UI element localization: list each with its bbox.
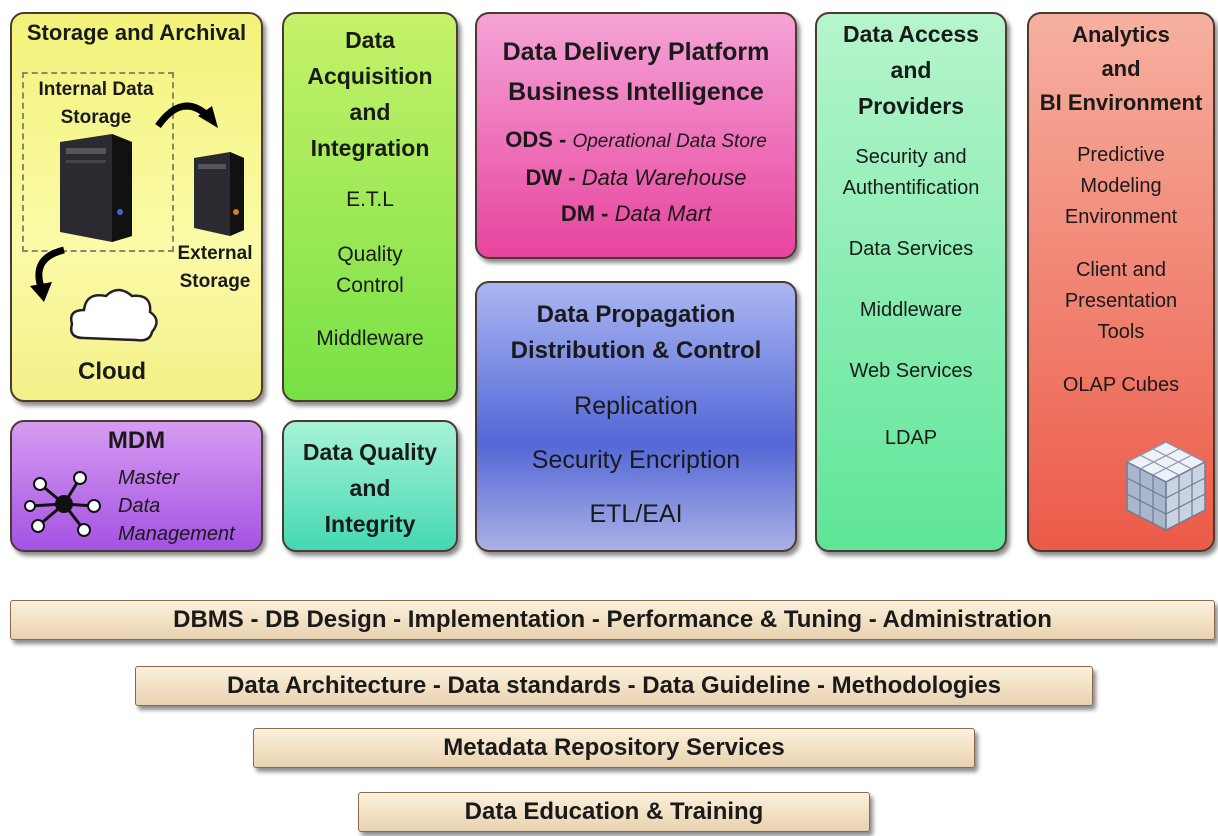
propagation-item-etl-eai: ETL/EAI (589, 500, 683, 528)
access-item-middleware: Middleware (859, 299, 963, 321)
access-title-line: and (890, 57, 932, 83)
mdm-desc-line: Master (118, 467, 180, 489)
delivery-title-line: Business Intelligence (508, 78, 764, 106)
internal-storage-region (22, 72, 174, 252)
mdm-box: MDM Master Data Management (10, 420, 263, 552)
delivery-entry-dw: DW - Data Warehouse (477, 160, 795, 196)
acquisition-item-quality-control: Quality Control (336, 243, 404, 297)
curved-arrow-down-icon (30, 246, 65, 302)
cloud-label: Cloud (78, 358, 146, 385)
delivery-entry-abbr: ODS (505, 127, 553, 152)
analytics-item-olap: OLAP Cubes (1062, 374, 1180, 396)
data-education-bar: Data Education & Training (358, 792, 870, 832)
acquisition-title-line: Acquisition (307, 63, 433, 89)
acquisition-title-line: Integration (310, 135, 430, 161)
analytics-bi-box: Analytics and BI Environment Predictive … (1027, 12, 1215, 552)
olap-cube-icon (1125, 441, 1207, 532)
access-item-data-services: Data Services (848, 238, 974, 260)
delivery-entry-dm: DM - Data Mart (477, 196, 795, 232)
analytics-item-predictive: Predictive Modeling Environment (1064, 144, 1178, 228)
delivery-entry-sep: - (595, 201, 615, 226)
cloud-icon (70, 288, 158, 342)
acquisition-title-line: and (349, 99, 391, 125)
analytics-title-line: Analytics (1072, 22, 1170, 47)
data-propagation-box: Data Propagation Distribution & Control … (475, 281, 797, 552)
storage-archival-box: Storage and Archival Internal Data Stora… (10, 12, 263, 402)
dbms-bar: DBMS - DB Design - Implementation - Perf… (10, 600, 1215, 640)
delivery-entry-sep: - (552, 127, 573, 152)
delivery-entry-desc: Data Mart (614, 201, 712, 226)
external-server-icon (194, 152, 244, 236)
propagation-item-security: Security Encription (531, 446, 741, 474)
access-title-line: Providers (857, 93, 965, 119)
storage-title: Storage and Archival (26, 20, 247, 45)
access-item-web-services: Web Services (849, 360, 973, 382)
delivery-entry-ods: ODS - Operational Data Store (477, 122, 795, 160)
delivery-entry-abbr: DW (525, 165, 563, 190)
data-delivery-platform-box: Data Delivery Platform Business Intellig… (475, 12, 797, 259)
analytics-title-line: BI Environment (1039, 90, 1203, 115)
access-title-line: Data Access (843, 21, 979, 47)
analytics-item-client-tools: Client and Presentation Tools (1064, 259, 1178, 343)
curved-arrow-right-icon (155, 102, 218, 129)
acquisition-item-etl: E.T.L (346, 188, 394, 211)
delivery-entry-desc: Data Warehouse (581, 165, 747, 190)
internal-storage-label: Internal Data Storage (38, 79, 154, 128)
metadata-repository-bar: Metadata Repository Services (253, 728, 975, 768)
data-acquisition-box: Data Acquisition and Integration E.T.L Q… (282, 12, 458, 402)
access-item-ldap: LDAP (884, 427, 938, 449)
mdm-title: MDM (107, 427, 166, 454)
data-architecture-bar: Data Architecture - Data standards - Dat… (135, 666, 1093, 706)
acquisition-item-middleware: Middleware (316, 327, 424, 350)
propagation-item-replication: Replication (574, 392, 698, 420)
analytics-title-line: and (1101, 56, 1141, 81)
quality-title-line: Data Quality (302, 439, 438, 465)
delivery-title-line: Data Delivery Platform (502, 38, 770, 66)
mdm-desc-line: Data (118, 495, 161, 517)
mdm-desc-line: Management (118, 523, 235, 545)
data-access-box: Data Access and Providers Security and A… (815, 12, 1007, 552)
quality-title-line: and (349, 475, 391, 501)
propagation-title-line: Data Propagation (536, 301, 736, 328)
delivery-entry-desc: Operational Data Store (572, 131, 767, 152)
propagation-title-line: Distribution & Control (510, 337, 762, 364)
external-storage-label: External Storage (177, 243, 253, 292)
acquisition-title-line: Data (345, 27, 395, 53)
data-quality-box: Data Quality and Integrity (282, 420, 458, 552)
access-item-security: Security and Authentification (842, 146, 980, 199)
network-hub-icon (24, 471, 101, 537)
internal-server-icon (60, 134, 132, 242)
quality-title-line: Integrity (324, 511, 416, 537)
delivery-entry-sep: - (562, 165, 582, 190)
delivery-entry-abbr: DM (560, 201, 596, 226)
